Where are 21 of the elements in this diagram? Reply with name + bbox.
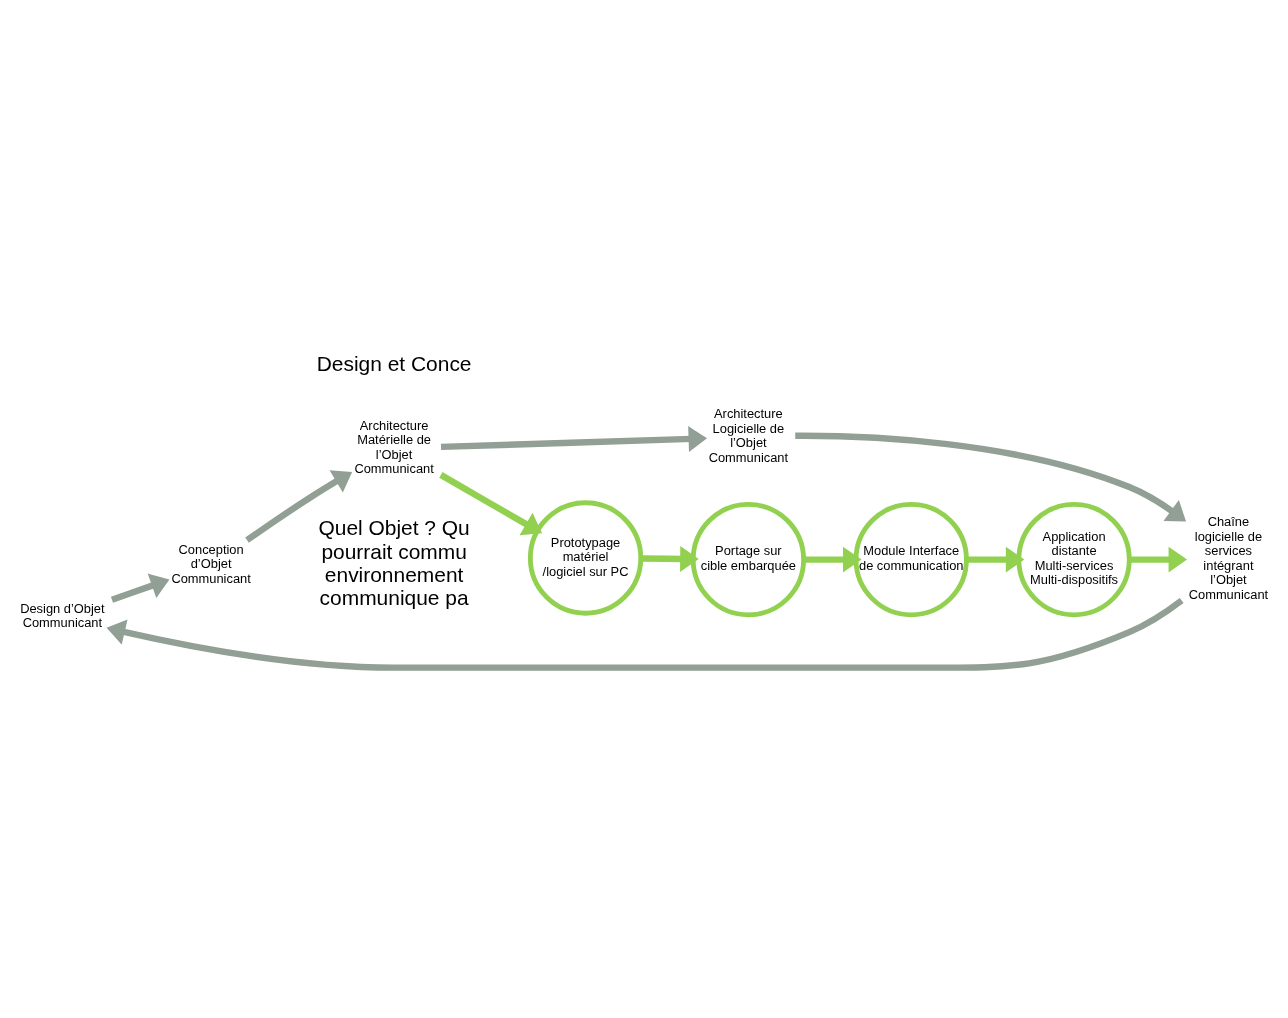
- label: Quel Objet ? Qu pourrait commu environnement communique pa: [318, 515, 470, 609]
- node-text: Design d’Objet Communicant: [20, 600, 105, 630]
- arrow: [640, 545, 699, 572]
- node-circle: Portage sur cible embarquée: [690, 501, 807, 617]
- node-text: Conception d’Objet Communicant: [171, 541, 251, 586]
- node-text: Architecture Logicielle de l’Objet Communicant: [708, 405, 789, 465]
- node-circle: Application distante Multi-services Multi-dispositifs: [1016, 501, 1132, 617]
- arrow: [110, 572, 170, 603]
- arrow: [803, 546, 862, 573]
- arrow: [1129, 546, 1188, 573]
- arrow: [106, 597, 1184, 671]
- node-text: Architecture Matérielle de l’Objet Communicant: [354, 417, 434, 476]
- node-text: Chaîne logicielle de services intégrant l’Objet Communicant: [1188, 513, 1269, 602]
- node-circle: Prototypage matériel /logiciel sur PC: [527, 499, 644, 616]
- arrow: [966, 546, 1025, 573]
- arrow: [440, 425, 708, 452]
- label: Design et Conce: [316, 351, 472, 375]
- arrow: [245, 469, 353, 543]
- arrow: [795, 432, 1187, 521]
- node-circle: Module Interface de communication: [853, 501, 969, 617]
- arrow: [439, 471, 543, 535]
